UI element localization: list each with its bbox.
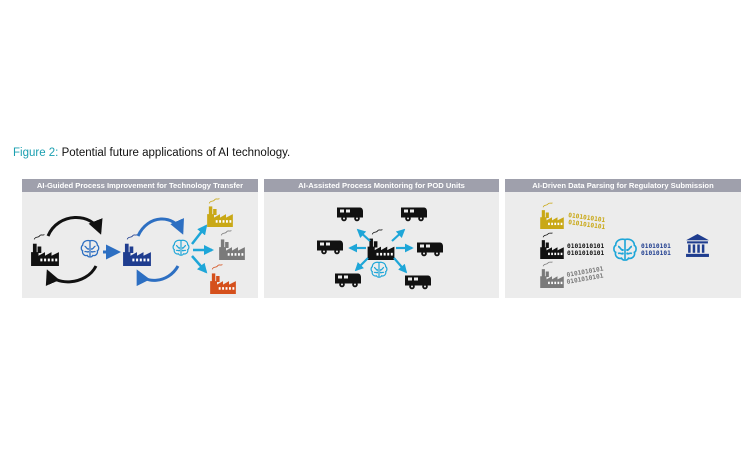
factory-icon (219, 230, 245, 260)
tech-transfer-diagram (31, 198, 245, 294)
monitor-arrow (356, 228, 371, 242)
monitor-arrow (354, 257, 369, 272)
ai-brain-icon (80, 239, 100, 258)
improvement-loop-top (136, 217, 184, 237)
binary-stream-icon: 01010101 01010101 (641, 243, 671, 257)
regulatory-building-icon (686, 234, 709, 257)
panel-tech-transfer: AI-Guided Process Improvement for Techno… (22, 179, 258, 298)
factory-icon (540, 202, 564, 229)
monitor-arrow (391, 228, 406, 242)
rv-unit-icon (401, 207, 427, 222)
factory-icon (123, 234, 151, 266)
factory-icon (540, 261, 564, 288)
binary-stream-b: 0101010101 (567, 243, 605, 250)
distribution-arrow (191, 224, 208, 245)
binary-stream-b2: 0101010101 (567, 250, 605, 257)
binary-stream-icon: 0101010101 0101010101 (568, 212, 606, 231)
figure-caption: Figure 2: Potential future applications … (13, 147, 290, 159)
rv-unit-icon (417, 242, 443, 257)
ai-brain-icon (613, 238, 637, 261)
improvement-loop-bottom (45, 265, 98, 286)
distribution-arrow (191, 255, 208, 274)
factory-icon (207, 198, 233, 227)
factory-icon (210, 264, 236, 294)
factory-icon (31, 234, 59, 266)
ai-brain-icon (370, 261, 388, 278)
figure-text: Potential future applications of AI tech… (61, 147, 291, 159)
panel-title: AI-Assisted Process Monitoring for POD U… (264, 179, 499, 192)
panel-regulatory-parsing: AI-Driven Data Parsing for Regulatory Su… (505, 179, 741, 298)
binary-stream-icon: 0101010101 0101010101 (566, 266, 604, 286)
panel-title: AI-Driven Data Parsing for Regulatory Su… (505, 179, 741, 192)
regulatory-parsing-diagram: 0101010101 0101010101 0101010101 0101010… (540, 202, 709, 288)
pod-monitoring-diagram (317, 207, 443, 290)
rv-unit-icon (335, 273, 361, 288)
binary-stream-icon: 0101010101 0101010101 (567, 243, 605, 257)
improvement-loop-bottom (136, 265, 180, 287)
rv-unit-icon (405, 275, 431, 290)
panel-pod-monitoring: AI-Assisted Process Monitoring for POD U… (264, 179, 499, 298)
panel-title: AI-Guided Process Improvement for Techno… (22, 179, 258, 192)
figure-label: Figure 2: (13, 147, 59, 159)
ai-brain-icon (172, 239, 190, 256)
binary-output-a: 01010101 (641, 243, 671, 250)
factory-icon (367, 229, 395, 260)
improvement-loop-top (46, 216, 103, 237)
binary-output-b: 01010101 (641, 250, 671, 257)
monitor-arrow (393, 257, 408, 274)
rv-unit-icon (317, 240, 343, 255)
rv-unit-icon (337, 207, 363, 222)
factory-icon (540, 232, 564, 259)
